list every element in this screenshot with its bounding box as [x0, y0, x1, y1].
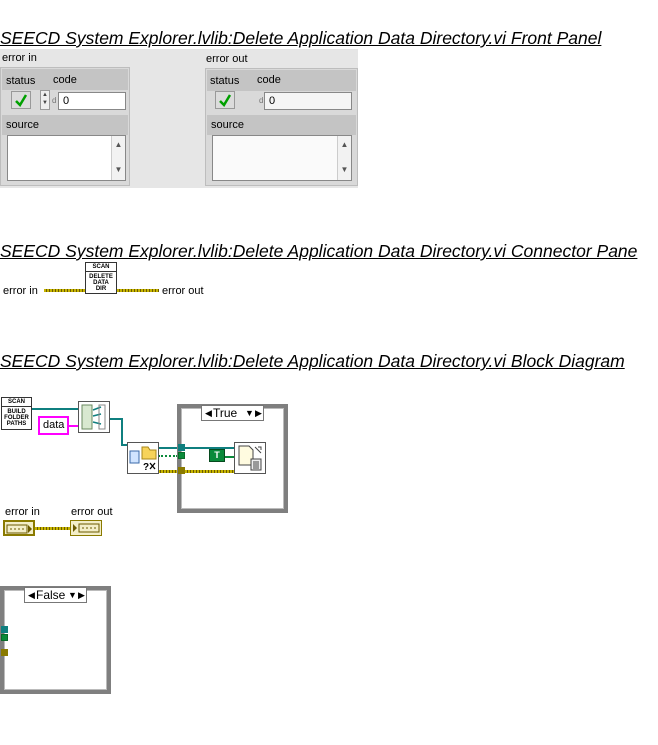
- subvi-icon-header: SCAN: [2, 398, 31, 407]
- case-dropdown-icon[interactable]: ▼: [68, 590, 77, 600]
- error-wire: [185, 470, 235, 473]
- case-selector-true[interactable]: ◀ True ▼ ▶: [201, 405, 264, 421]
- source-scrollbar[interactable]: ▲▼: [337, 136, 351, 180]
- error-in-source-field[interactable]: ▲▼: [7, 135, 126, 181]
- subvi-icon-line: DIR: [95, 286, 107, 292]
- path-tunnel: [1, 626, 8, 633]
- error-out-status-label: status: [210, 75, 240, 87]
- subvi-icon-line: PATHS: [6, 421, 27, 427]
- front-panel-title: SEECD System Explorer.lvlib:Delete Appli…: [0, 28, 602, 48]
- path-wire: [185, 447, 235, 449]
- diagram-error-in-label: error in: [5, 506, 40, 518]
- data-string-constant[interactable]: data: [38, 416, 69, 435]
- subvi-icon-line: DELETE: [89, 274, 113, 280]
- error-in-status-indicator[interactable]: [11, 91, 31, 109]
- string-wire: [69, 425, 79, 427]
- boolean-wire: [158, 455, 178, 457]
- connector-error-in-label: error in: [3, 285, 38, 297]
- error-in-status-label: status: [6, 75, 36, 87]
- error-wire: [158, 470, 180, 473]
- case-dropdown-icon[interactable]: ▼: [245, 408, 254, 418]
- path-tunnel: [178, 444, 185, 451]
- error-out-radix: d: [259, 96, 264, 105]
- case-next-icon[interactable]: ▶: [78, 590, 85, 600]
- subvi-icon-line: FOLDER: [4, 415, 29, 421]
- path-wire: [158, 447, 178, 449]
- error-out-code-field: 0: [264, 92, 352, 110]
- error-out-label: error out: [206, 53, 248, 65]
- path-wire: [121, 444, 129, 446]
- delete-trash-icon: [238, 445, 262, 471]
- scroll-down-icon[interactable]: ▼: [114, 165, 123, 174]
- error-in-label: error in: [2, 52, 37, 64]
- error-tunnel: [1, 649, 8, 656]
- cluster-icon: [6, 524, 32, 534]
- connector-pane-title: SEECD System Explorer.lvlib:Delete Appli…: [0, 241, 638, 261]
- block-diagram-title: SEECD System Explorer.lvlib:Delete Appli…: [0, 351, 625, 371]
- case-selector-false[interactable]: ◀ False ▼ ▶: [24, 587, 87, 603]
- source-scrollbar[interactable]: ▲▼: [111, 136, 125, 180]
- checkmark-icon: [15, 94, 28, 107]
- error-in-code-label: code: [53, 74, 77, 86]
- case-selector-label: False: [36, 588, 66, 602]
- connector-error-in-wire: [44, 289, 86, 292]
- delete-data-dir-subvi-icon[interactable]: SCAN DELETE DATA DIR: [85, 262, 117, 294]
- subvi-icon-line: BUILD: [7, 409, 26, 415]
- scroll-up-icon[interactable]: ▲: [114, 140, 123, 149]
- error-in-terminal[interactable]: [3, 520, 35, 536]
- error-out-source-field: ▲▼: [212, 135, 352, 181]
- error-out-status-indicator: [215, 91, 235, 109]
- folder-query-icon: ?: [129, 446, 157, 473]
- delete-node[interactable]: [234, 442, 266, 474]
- case-frame: [181, 408, 284, 509]
- case-next-icon[interactable]: ▶: [255, 408, 262, 418]
- path-wire: [31, 408, 78, 410]
- error-wire: [35, 527, 71, 530]
- build-folder-paths-subvi-icon[interactable]: SCAN BUILD FOLDER PATHS: [1, 397, 32, 430]
- subvi-icon-header: SCAN: [86, 263, 116, 272]
- error-in-source-label: source: [6, 119, 40, 131]
- file-exists-node[interactable]: ?: [127, 442, 159, 474]
- case-selector-terminal: [1, 634, 8, 641]
- checkmark-icon: [219, 94, 232, 107]
- unbundle-icon: [81, 404, 106, 430]
- subvi-icon-line: DATA: [93, 280, 109, 286]
- case-selector-label: True: [213, 406, 238, 420]
- scroll-up-icon[interactable]: ▲: [340, 140, 349, 149]
- case-frame: [4, 590, 107, 690]
- case-selector-terminal: [178, 452, 185, 459]
- diagram-error-out-label: error out: [71, 506, 113, 518]
- true-constant[interactable]: T: [209, 449, 225, 462]
- case-prev-icon[interactable]: ◀: [28, 590, 35, 600]
- svg-text:?: ?: [143, 462, 149, 473]
- path-wire: [109, 418, 123, 420]
- connector-error-out-label: error out: [162, 285, 204, 297]
- scroll-down-icon[interactable]: ▼: [340, 165, 349, 174]
- code-increment-icon[interactable]: ▲▼: [40, 90, 50, 110]
- path-wire: [121, 418, 123, 446]
- error-tunnel: [178, 467, 185, 474]
- error-in-radix: d: [52, 96, 57, 105]
- error-out-terminal[interactable]: [70, 520, 102, 536]
- boolean-wire: [225, 456, 235, 458]
- case-prev-icon[interactable]: ◀: [205, 408, 212, 418]
- unbundle-node[interactable]: [78, 401, 110, 433]
- error-in-code-field[interactable]: 0: [58, 92, 126, 110]
- cluster-icon: [73, 523, 100, 533]
- connector-error-out-wire: [117, 289, 159, 292]
- error-out-source-label: source: [211, 119, 245, 131]
- error-out-code-label: code: [257, 74, 281, 86]
